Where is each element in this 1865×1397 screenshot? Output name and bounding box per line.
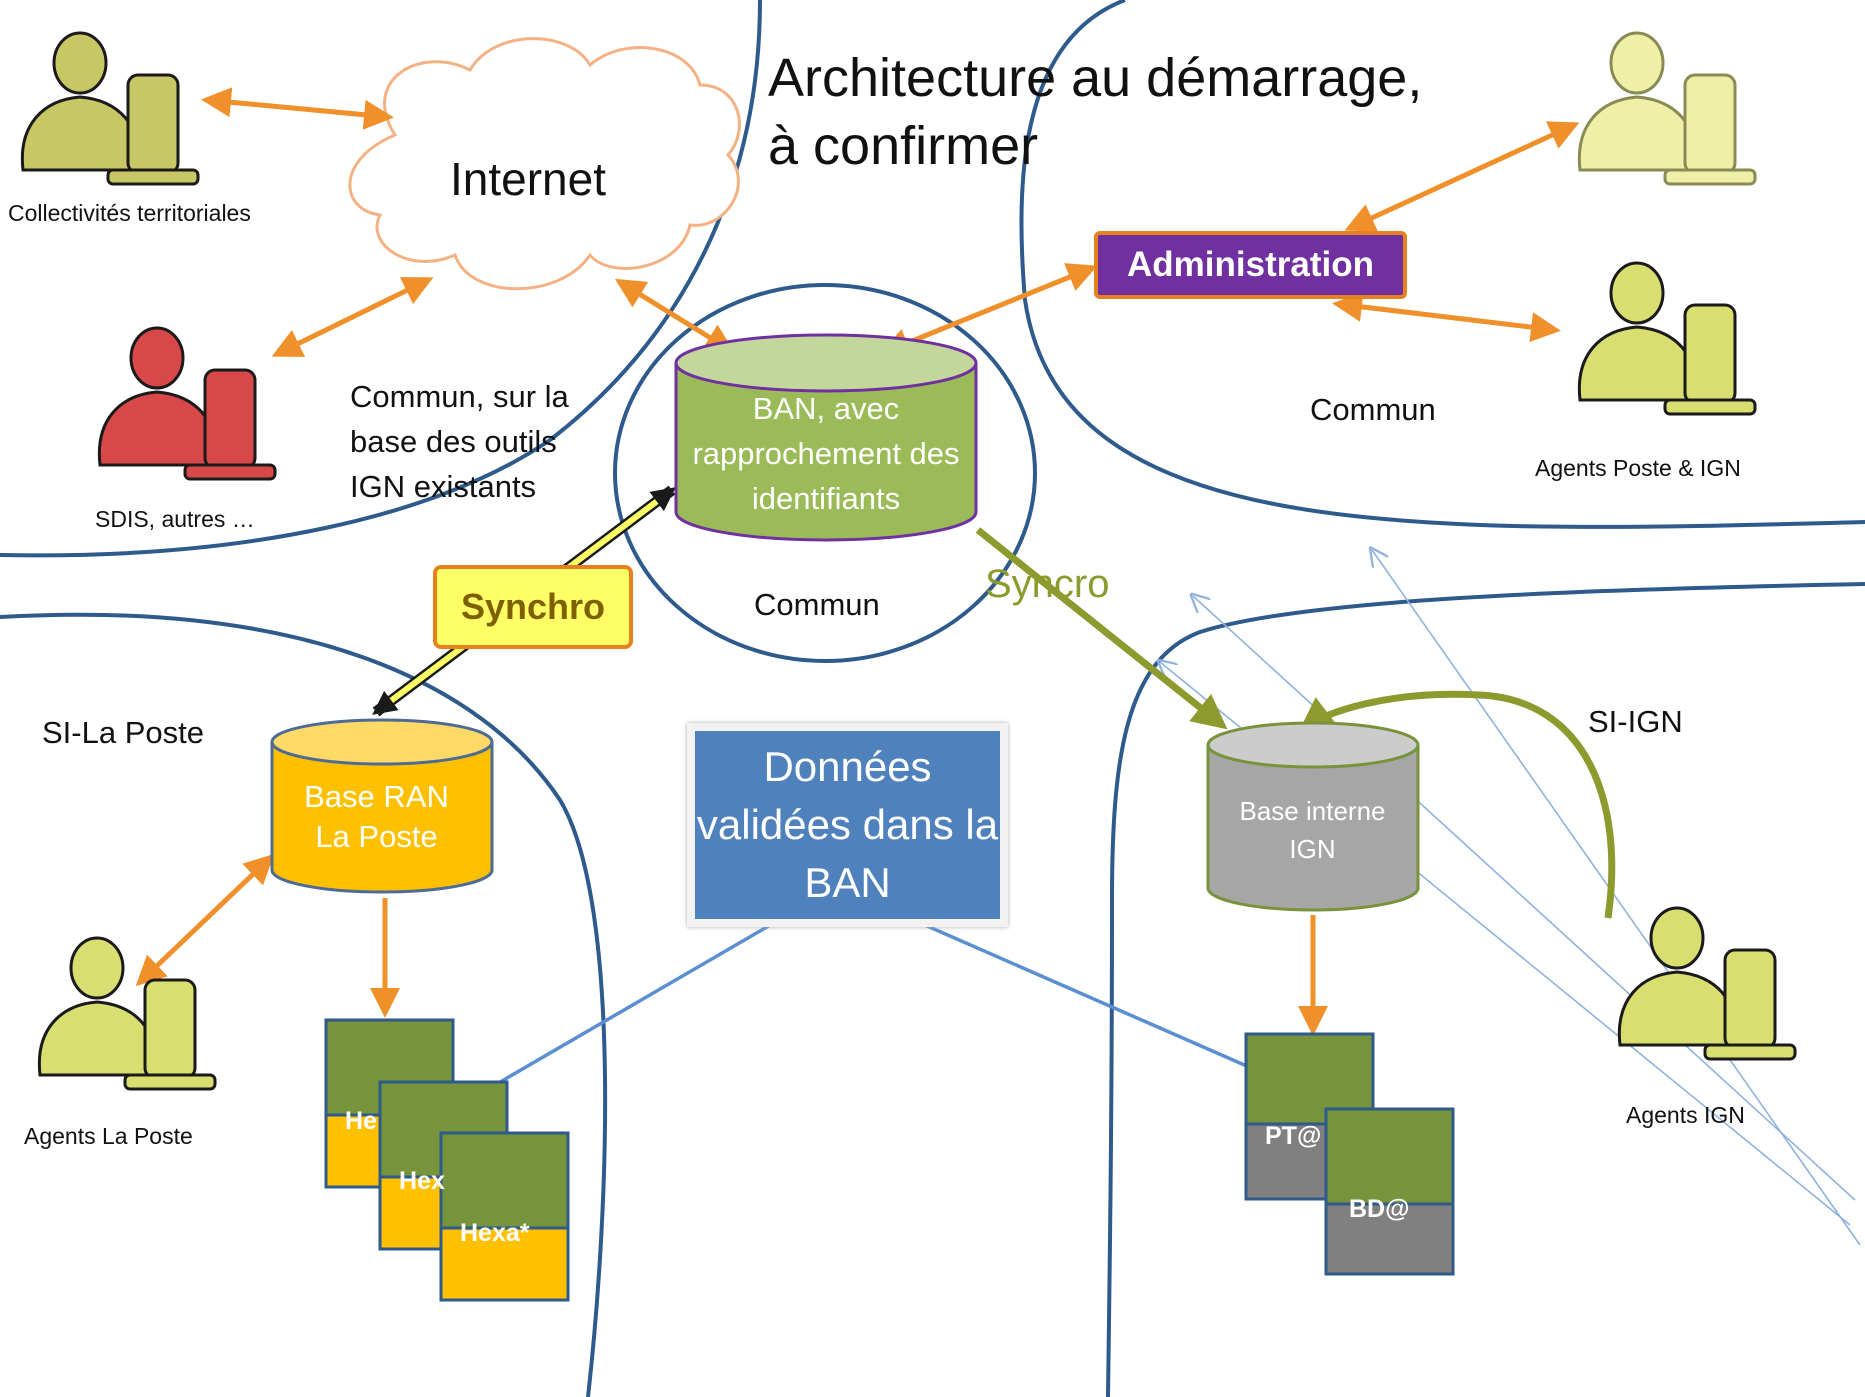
ign-database xyxy=(1206,721,1420,912)
ran-label-line-2: La Poste xyxy=(315,819,438,854)
arrow-internet-ban xyxy=(614,278,736,354)
blue-arrows xyxy=(448,920,1294,1113)
thin-line-1 xyxy=(1372,550,1861,1246)
ran-database-label: Base RAN La Poste xyxy=(274,777,479,857)
olive-arrows xyxy=(975,527,1616,919)
zone-label-commun-center: Commun xyxy=(754,587,880,622)
person-collectivites-icon xyxy=(20,31,200,186)
ran-database xyxy=(270,718,494,894)
arrow-ban-admin xyxy=(879,263,1098,357)
person-agents-ign-icon xyxy=(1617,906,1797,1061)
diagram-title: Architecture au démarrage, à confirmer xyxy=(768,44,1422,180)
internet-cloud xyxy=(348,37,741,291)
hexa-documents xyxy=(324,1018,570,1302)
boundary-si-la-poste xyxy=(0,612,608,1397)
arrow-syncro-ban-ign xyxy=(975,527,1228,730)
person-icons xyxy=(20,31,1797,1091)
caption-sdis: SDIS, autres … xyxy=(95,506,255,532)
zone-label-si-ign: SI-IGN xyxy=(1588,704,1683,739)
zone-label-commun-outils: Commun, sur la base des outils IGN exist… xyxy=(350,379,569,504)
hexa-label-2: Hex xyxy=(399,1167,445,1195)
boundary-si-ign xyxy=(1106,582,1865,1397)
caption-agents-poste-ign: Agents Poste & IGN xyxy=(1535,455,1741,481)
thin-line-2 xyxy=(1193,596,1856,1201)
boundary-commun-circle xyxy=(613,283,1037,663)
synchro-box: Synchro xyxy=(433,565,633,649)
person-agent-top-icon xyxy=(1577,31,1757,186)
arrow-admin-agent-mid xyxy=(1332,291,1561,343)
ban-database-label: BAN, avec rapprochement des identifiants xyxy=(692,391,960,516)
ran-label-line-1: Base RAN xyxy=(304,779,449,814)
arrow-collectivites-internet xyxy=(201,87,394,130)
arrow-agent-ran xyxy=(135,853,275,987)
arrow-agent-ign-loop xyxy=(1298,690,1616,919)
person-agents-poste-ign-icon xyxy=(1577,261,1757,416)
title-line-2: à confirmer xyxy=(768,116,1039,176)
zone-label-si-la-poste: SI-La Poste xyxy=(42,715,204,750)
arrow-sdis-internet xyxy=(271,277,434,357)
arrow-donnees-hexa xyxy=(448,922,773,1113)
title-line-1: Architecture au démarrage, xyxy=(768,48,1423,108)
syncro-label: Syncro xyxy=(985,562,1110,606)
boundary-admin-zone xyxy=(1019,0,1865,529)
ign-database-label: Base interne IGN xyxy=(1210,792,1415,868)
donnees-validees-box: Données validées dans la BAN xyxy=(687,723,1008,927)
person-sdis-icon xyxy=(97,326,277,481)
administration-box: Administration xyxy=(1094,231,1407,299)
arrow-donnees-pta xyxy=(917,920,1294,1088)
zone-label-commun-admin: Commun xyxy=(1310,392,1436,427)
arrow-admin-agent-top xyxy=(1344,121,1580,232)
person-agents-la-poste-icon xyxy=(37,936,217,1091)
hexa-label-1: He xyxy=(345,1107,377,1135)
hexa-label-3: Hexa* xyxy=(460,1219,530,1247)
caption-agents-la-poste: Agents La Poste xyxy=(24,1123,193,1149)
ign-documents xyxy=(1244,1032,1455,1276)
caption-agents-ign: Agents IGN xyxy=(1626,1102,1745,1128)
ign-label-line-2: IGN xyxy=(1289,834,1336,864)
pta-label: PT@ xyxy=(1265,1122,1322,1150)
internet-label: Internet xyxy=(450,153,606,205)
bda-doc xyxy=(1324,1107,1455,1276)
ign-label-line-1: Base interne xyxy=(1239,796,1386,826)
caption-collectivites: Collectivités territoriales xyxy=(8,200,251,226)
hexa-doc-3 xyxy=(439,1131,570,1302)
bda-label: BD@ xyxy=(1349,1195,1410,1223)
orange-arrows xyxy=(135,87,1580,1036)
ban-database xyxy=(674,333,978,542)
